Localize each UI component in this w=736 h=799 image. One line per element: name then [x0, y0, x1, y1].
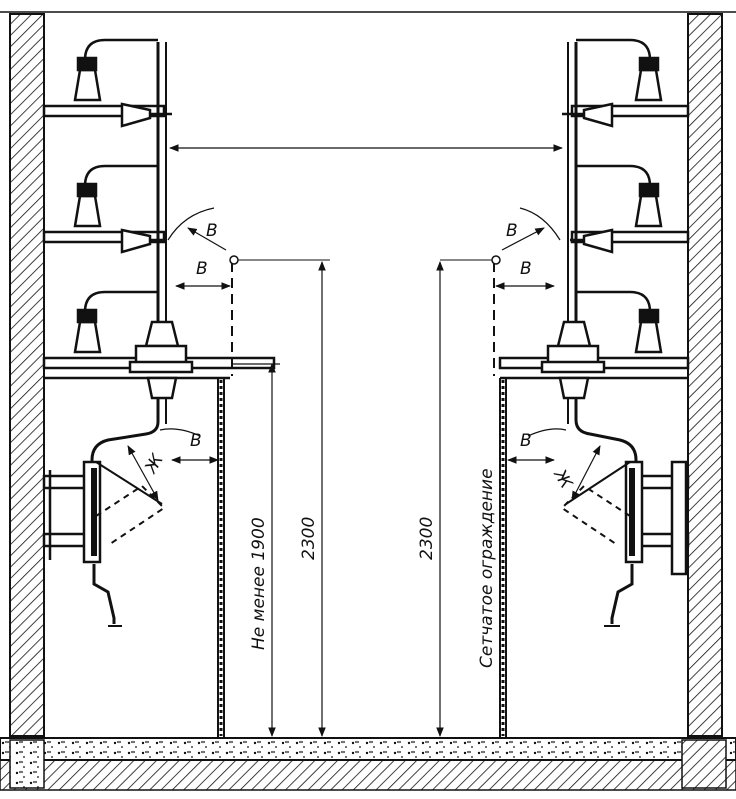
- concrete-floor: [0, 737, 736, 791]
- label-mesh-fence: Сетчатое ограждение: [477, 468, 497, 668]
- right-busbar-assembly: [498, 38, 690, 627]
- label-b-right-mid: В: [520, 259, 532, 279]
- dimension-lines: [127, 144, 601, 737]
- left-mesh-fence: [217, 255, 330, 738]
- left-busbar-assembly: [42, 38, 276, 627]
- label-zh-right: Ж: [549, 465, 576, 492]
- label-b-right-upper: В: [506, 221, 518, 241]
- label-height-right: 2300: [417, 517, 437, 560]
- label-b-right-lower: В: [520, 431, 532, 451]
- left-wall: [9, 13, 45, 737]
- dimension-labels: В В В В В В Ж Ж Не менее 1900 2300 2300 …: [141, 221, 577, 668]
- label-b-left-lower: В: [190, 431, 202, 451]
- label-b-left-mid: В: [196, 259, 208, 279]
- right-mesh-fence: [440, 255, 507, 738]
- label-min-height: Не менее 1900: [249, 517, 269, 650]
- label-height-left: 2300: [299, 517, 319, 560]
- right-wall: [687, 13, 723, 737]
- label-zh-left: Ж: [141, 450, 168, 477]
- label-b-left-upper: В: [206, 221, 218, 241]
